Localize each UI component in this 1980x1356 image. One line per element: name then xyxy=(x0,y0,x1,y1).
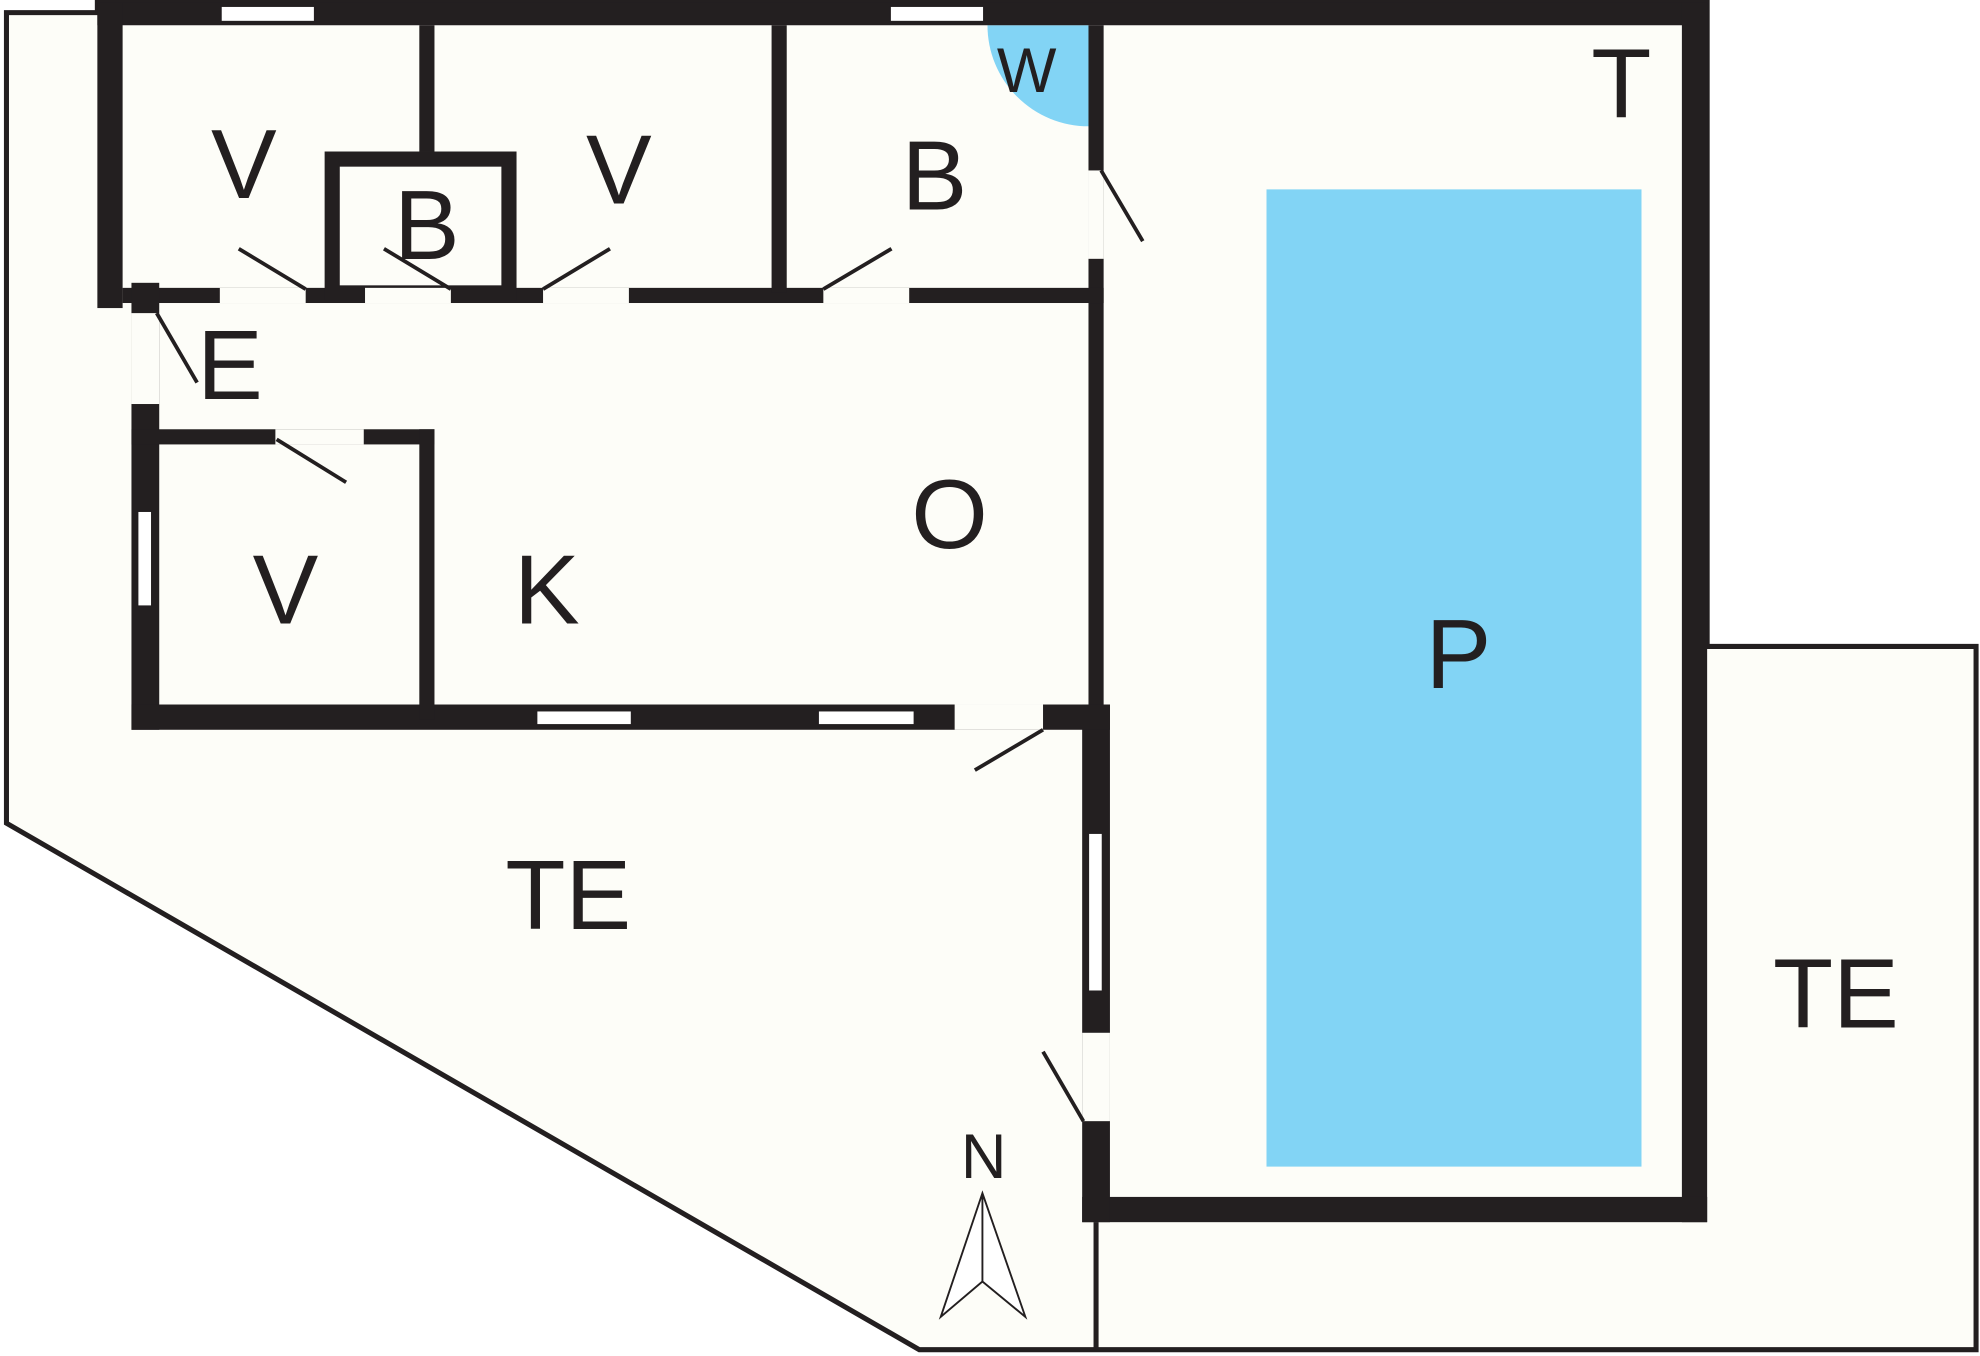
door-swings xyxy=(155,169,1145,1123)
room-label-bathroom-1: B xyxy=(394,170,460,280)
room-label-bedroom-3: V xyxy=(253,535,319,645)
room-label-kitchen: K xyxy=(514,535,580,645)
north-arrow xyxy=(938,1190,1028,1320)
room-label-entrance: E xyxy=(197,310,263,420)
room-label-pool: P xyxy=(1426,599,1492,709)
pool xyxy=(1266,189,1642,1167)
room-label-washer: W xyxy=(997,36,1057,106)
room-label-living: O xyxy=(911,459,988,569)
washer-area xyxy=(987,25,1089,127)
room-label-bedroom-1: V xyxy=(211,109,277,219)
north-label: N xyxy=(961,1122,1007,1192)
room-label-terrace-pool: T xyxy=(1591,28,1651,138)
door-openings xyxy=(131,170,1110,1122)
room-label-terrace-left: TE xyxy=(505,840,631,950)
room-label-bathroom-2: B xyxy=(902,121,968,231)
room-label-terrace-right: TE xyxy=(1773,939,1899,1049)
windows xyxy=(137,5,1103,992)
room-label-bedroom-2: V xyxy=(586,114,652,224)
